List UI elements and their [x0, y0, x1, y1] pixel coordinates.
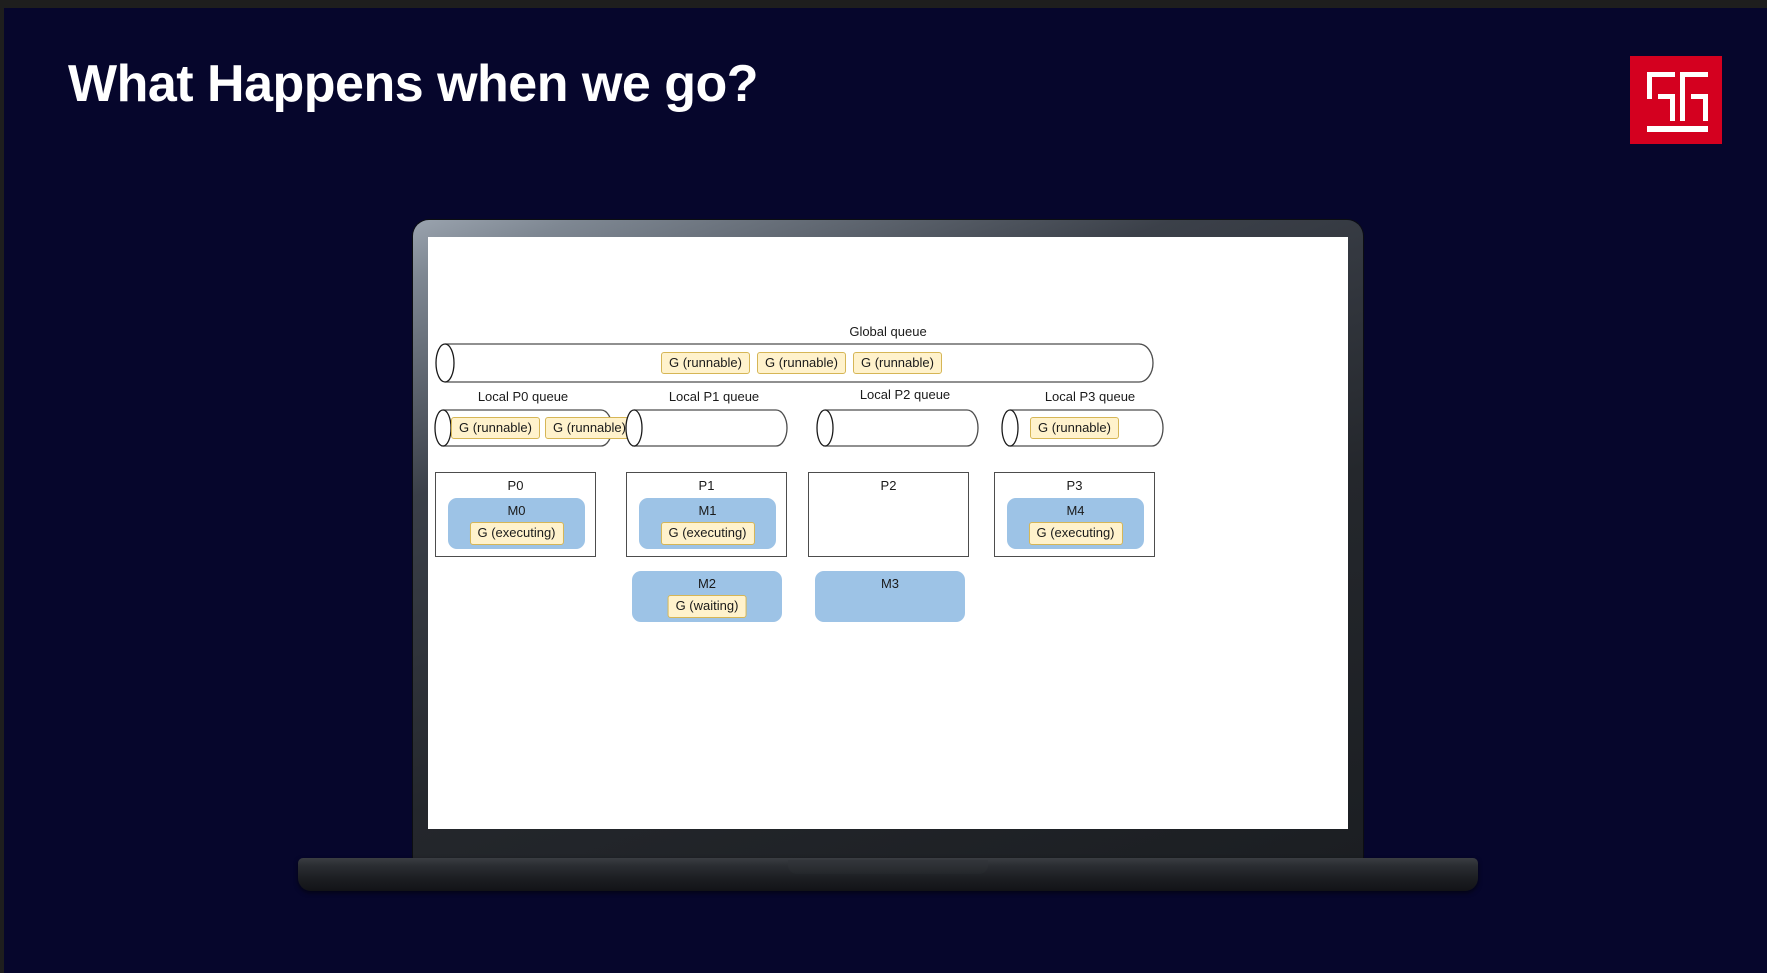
goroutine-chip[interactable]: G (waiting) [667, 595, 747, 618]
machine-m2-label: M2 [697, 576, 717, 591]
goroutine-chip[interactable]: G (runnable) [852, 351, 942, 375]
machine-m4-label: M4 [1066, 503, 1085, 518]
processor-p0-label: P0 [507, 478, 524, 493]
laptop-device: Global queue G (runnable) G (runnable) G… [298, 220, 1478, 891]
local-queue-1-cylinder [624, 409, 788, 447]
local-queue-3-cylinder: G (runnable) [1000, 409, 1164, 447]
goroutine-chip[interactable]: G (executing) [469, 522, 564, 545]
local-queue-0-cylinder: G (runnable) G (runnable) [433, 409, 634, 447]
page-title: What Happens when we go? [68, 55, 759, 113]
local-queue-2-cylinder [815, 409, 979, 447]
local-queue-0-items: G (runnable) G (runnable) [451, 409, 634, 447]
scheduler-diagram: Global queue G (runnable) G (runnable) G… [428, 237, 1348, 829]
processor-p3[interactable]: P3 M4 G (executing) [994, 472, 1155, 557]
machine-m0-label: M0 [507, 503, 526, 518]
gophercon-logo [1630, 56, 1722, 144]
local-queue-1-label: Local P1 queue [668, 389, 760, 404]
logo-mark-icon [1647, 72, 1708, 132]
slide-canvas: What Happens when we go? Gl [4, 8, 1767, 973]
goroutine-chip[interactable]: G (executing) [1028, 522, 1123, 545]
global-queue-cylinder: G (runnable) G (runnable) G (runnable) [433, 343, 1154, 383]
machine-m4[interactable]: M4 G (executing) [1007, 498, 1144, 549]
local-queue-3-items: G (runnable) [1030, 409, 1119, 447]
goroutine-chip[interactable]: G (runnable) [756, 351, 846, 375]
processor-p2-label: P2 [880, 478, 897, 493]
goroutine-chip[interactable]: G (runnable) [1030, 416, 1119, 440]
processor-p0[interactable]: P0 M0 G (executing) [435, 472, 596, 557]
machine-m3[interactable]: M3 [815, 571, 965, 622]
global-queue-label: Global queue [849, 324, 927, 339]
processor-p2[interactable]: P2 [808, 472, 969, 557]
machine-m1-label: M1 [698, 503, 717, 518]
goroutine-chip[interactable]: G (executing) [660, 522, 755, 545]
machine-m3-label: M3 [880, 576, 900, 591]
local-queue-0-label: Local P0 queue [477, 389, 569, 404]
laptop-hinge-notch [788, 860, 988, 874]
processor-p3-label: P3 [1066, 478, 1083, 493]
processor-p1[interactable]: P1 M1 G (executing) [626, 472, 787, 557]
machine-m1[interactable]: M1 G (executing) [639, 498, 776, 549]
goroutine-chip[interactable]: G (runnable) [451, 416, 540, 440]
machine-m2[interactable]: M2 G (waiting) [632, 571, 782, 622]
global-queue-items: G (runnable) G (runnable) G (runnable) [661, 343, 942, 383]
goroutine-chip[interactable]: G (runnable) [544, 416, 634, 440]
local-queue-3-label: Local P3 queue [1044, 389, 1136, 404]
goroutine-chip[interactable]: G (runnable) [661, 351, 750, 375]
local-queue-2-label: Local P2 queue [859, 387, 951, 402]
machine-m0[interactable]: M0 G (executing) [448, 498, 585, 549]
processor-p1-label: P1 [698, 478, 715, 493]
